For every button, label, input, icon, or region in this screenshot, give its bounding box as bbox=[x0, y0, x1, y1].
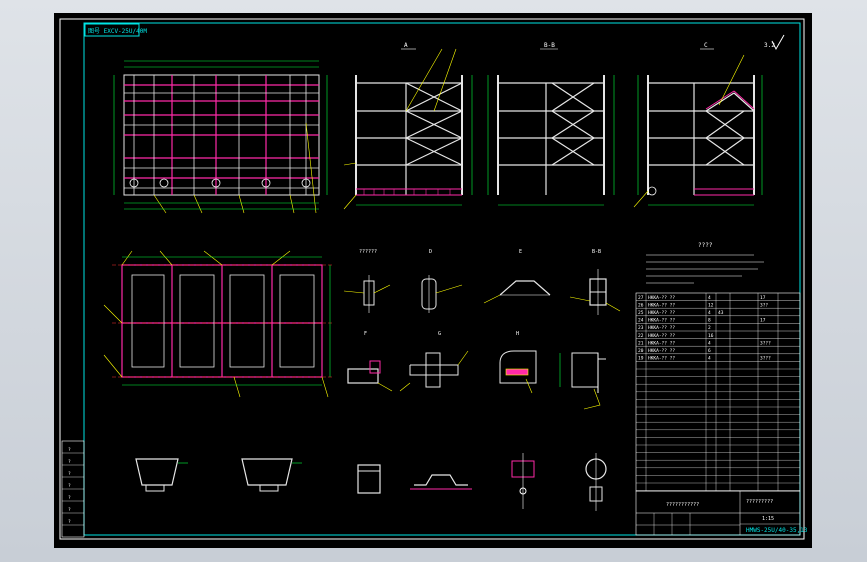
title-block-note: ????????? bbox=[746, 499, 773, 505]
table-cell: 27 bbox=[638, 295, 644, 301]
title-block-code: HMWS-25U/40-35,13 bbox=[746, 527, 808, 534]
table-cell: 20 bbox=[638, 348, 644, 354]
outer-border bbox=[59, 18, 805, 540]
title-block-scale: 1:15 bbox=[762, 516, 774, 522]
strip-row-label: ? bbox=[68, 495, 71, 501]
table-cell: 22 bbox=[638, 333, 644, 339]
section-label: A bbox=[404, 42, 408, 49]
table-cell: 21 bbox=[638, 340, 644, 346]
elevation-bb[interactable]: B-B bbox=[487, 42, 615, 206]
inner-frame bbox=[83, 22, 801, 536]
detail-e[interactable]: D bbox=[421, 249, 463, 313]
svg-text:??????: ?????? bbox=[359, 249, 377, 255]
table-cell: 24 bbox=[638, 318, 644, 324]
detail-channel[interactable] bbox=[559, 352, 606, 410]
title-block-name: ??????????? bbox=[666, 502, 699, 508]
strip-row-label: ? bbox=[68, 507, 71, 513]
detail-f[interactable]: E bbox=[483, 249, 551, 304]
table-cell: 43 bbox=[718, 310, 724, 316]
title-tag-box bbox=[84, 23, 140, 37]
table-cell: 19 bbox=[638, 356, 644, 362]
table-cell: 8 bbox=[708, 318, 711, 324]
table-cell: 25 bbox=[638, 310, 644, 316]
frame-plan[interactable] bbox=[103, 250, 332, 398]
table-cell: 12 bbox=[708, 302, 714, 308]
table-cell: 26 bbox=[638, 302, 644, 308]
table-cell: HKKA-?? ?? bbox=[648, 310, 675, 316]
detail-section-round[interactable]: H bbox=[499, 331, 537, 394]
table-cell: 2 bbox=[708, 325, 711, 331]
svg-text:G: G bbox=[438, 331, 441, 337]
table-cell: HKKA-?? ?? bbox=[648, 302, 675, 308]
table-cell: 3??? bbox=[760, 356, 771, 362]
table-cell: HKKA-?? ?? bbox=[648, 325, 675, 331]
detail-d[interactable]: ?????? bbox=[343, 249, 391, 313]
strip-row-label: ? bbox=[68, 471, 71, 477]
elevation-a[interactable]: A bbox=[343, 42, 473, 210]
section-label: B-B bbox=[544, 42, 555, 49]
table-cell: 4 bbox=[708, 340, 711, 346]
svg-text:E: E bbox=[519, 249, 522, 255]
strip-row-label: ? bbox=[68, 483, 71, 489]
table-cell: HKKA-?? ?? bbox=[648, 356, 675, 362]
svg-text:D: D bbox=[429, 249, 432, 255]
roughness-mark: 3.2 bbox=[764, 34, 785, 51]
notes-block: ???? bbox=[646, 242, 764, 284]
svg-text:F: F bbox=[364, 331, 367, 337]
table-cell: 23 bbox=[638, 325, 644, 331]
detail-bottom-1[interactable] bbox=[135, 458, 188, 492]
table-cell: 4 bbox=[708, 356, 711, 362]
svg-text:????: ???? bbox=[698, 242, 713, 249]
drawing-canvas[interactable]: 图号 EXCV-25U/40M 3.2 bbox=[54, 13, 812, 548]
elevation-c[interactable]: C bbox=[633, 42, 763, 208]
strip-row-label: ? bbox=[68, 459, 71, 465]
title-block[interactable]: ??????????? ????????? 1:15 HMWS-25U/40-3… bbox=[635, 490, 808, 536]
strip-row-label: ? bbox=[68, 519, 71, 525]
detail-bottom-6[interactable] bbox=[585, 453, 607, 511]
svg-text:3.2: 3.2 bbox=[764, 42, 775, 49]
table-cell: 17 bbox=[760, 318, 766, 324]
svg-text:H: H bbox=[516, 331, 519, 337]
table-cell: HKKA-?? ?? bbox=[648, 333, 675, 339]
revision-strip: ??????? bbox=[61, 440, 85, 538]
plan-view[interactable] bbox=[113, 60, 328, 214]
table-cell: HKKA-?? ?? bbox=[648, 318, 675, 324]
svg-text:B-B: B-B bbox=[592, 249, 601, 255]
detail-bottom-2[interactable] bbox=[241, 458, 302, 492]
table-cell: 6 bbox=[708, 348, 711, 354]
table-cell: 4 bbox=[708, 310, 711, 316]
table-cell: 3?? bbox=[760, 302, 768, 308]
table-cell: 4 bbox=[708, 295, 711, 301]
detail-h[interactable]: G bbox=[399, 331, 469, 392]
detail-g[interactable]: F bbox=[347, 331, 393, 392]
table-cell: 17 bbox=[760, 295, 766, 301]
detail-bottom-4[interactable] bbox=[410, 474, 472, 490]
table-cell: 3??? bbox=[760, 340, 771, 346]
detail-bb-2[interactable]: B-B bbox=[569, 249, 621, 315]
detail-bottom-5[interactable] bbox=[511, 453, 535, 509]
table-cell: HKKA-?? ?? bbox=[648, 340, 675, 346]
drawing-sheet[interactable]: 图号 EXCV-25U/40M 3.2 bbox=[54, 13, 812, 548]
table-cell: HKKA-?? ?? bbox=[648, 295, 675, 301]
strip-row-label: ? bbox=[68, 447, 71, 453]
table-cell: 16 bbox=[708, 333, 714, 339]
title-tag: 图号 EXCV-25U/40M bbox=[88, 28, 147, 35]
section-label: C bbox=[704, 42, 708, 49]
table-cell: HKKA-?? ?? bbox=[648, 348, 675, 354]
detail-bottom-3[interactable] bbox=[357, 464, 381, 494]
